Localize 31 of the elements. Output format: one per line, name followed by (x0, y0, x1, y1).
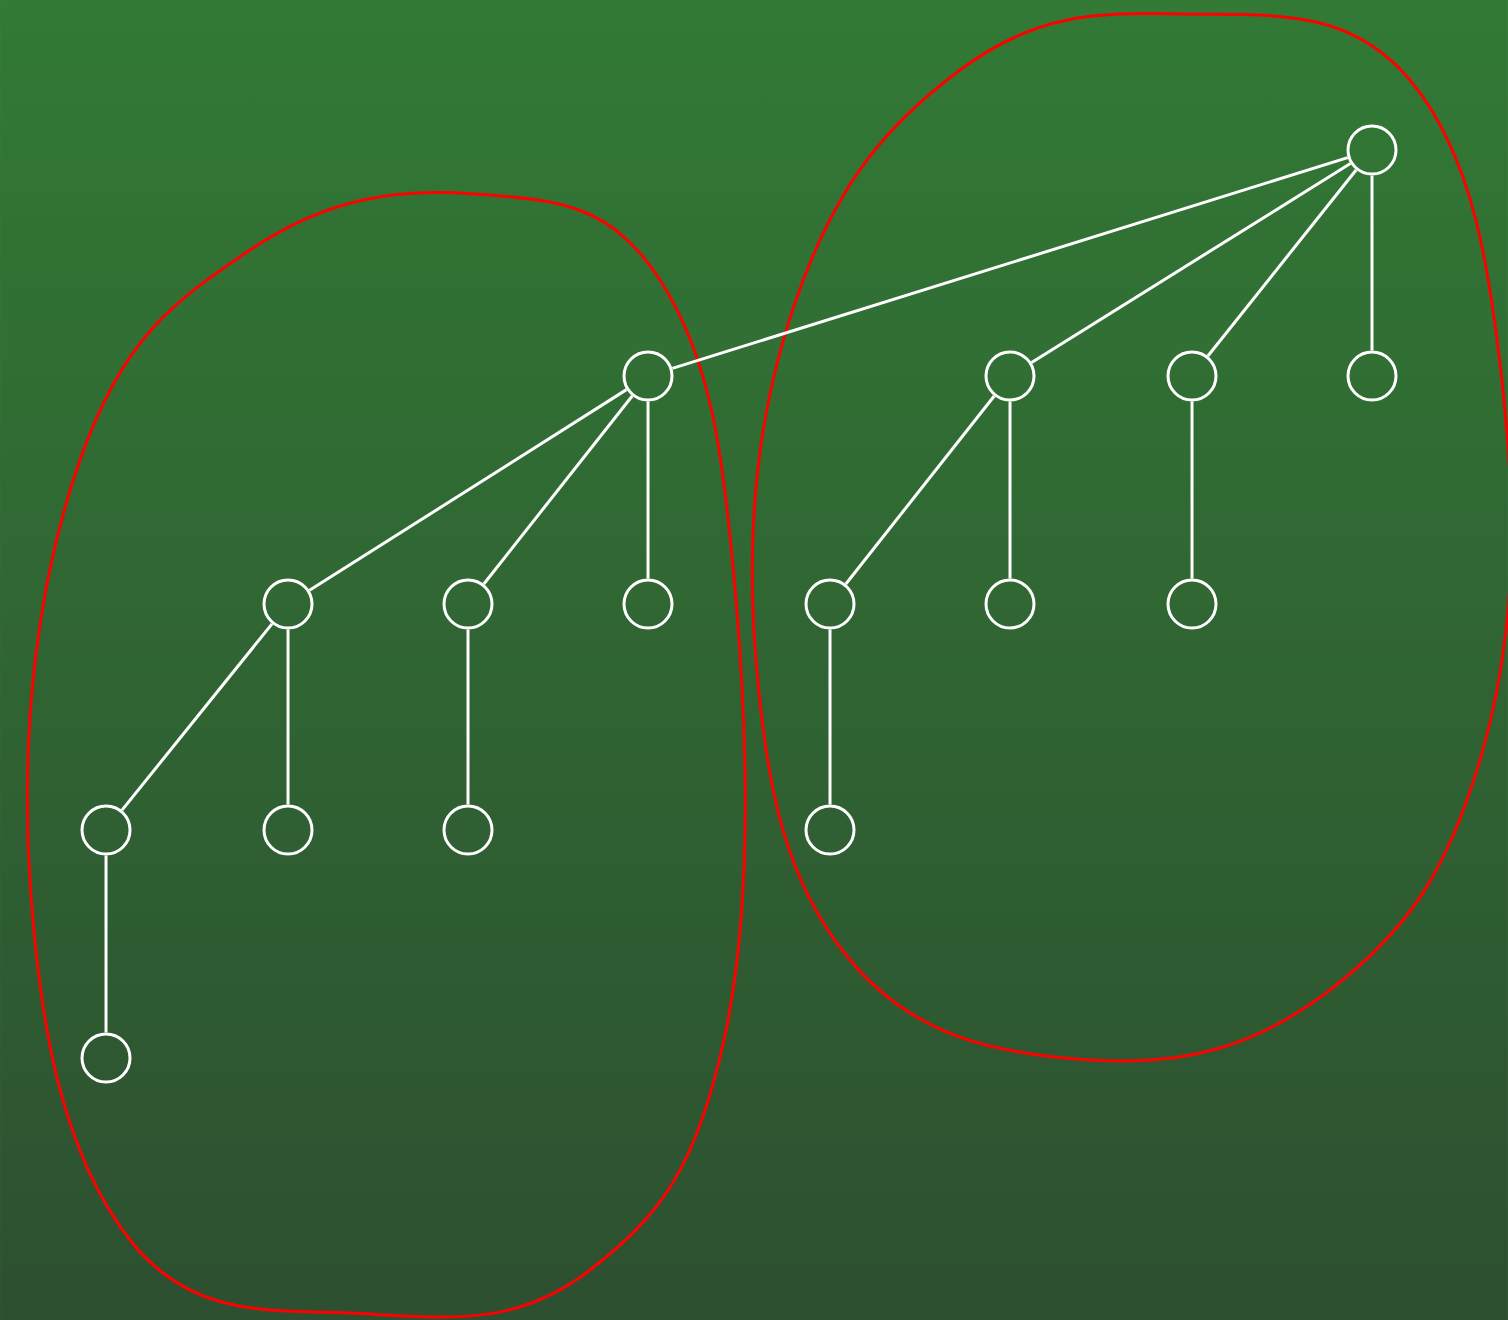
node-circle (984, 578, 1036, 630)
connector-line (1008, 401, 1012, 579)
node-circle (442, 804, 494, 856)
node-circle (1346, 350, 1398, 402)
connector-line (466, 629, 470, 805)
connector-line (104, 855, 108, 1033)
node-circle (984, 350, 1036, 402)
node-circle (1346, 124, 1398, 176)
connector-line (844, 395, 996, 585)
connector-line (1190, 401, 1194, 579)
connector-line (671, 156, 1349, 370)
node-circle (262, 804, 314, 856)
node-circle (80, 804, 132, 856)
node-circle (804, 578, 856, 630)
connector-line (1206, 169, 1358, 357)
connector-line (308, 388, 628, 592)
connector-line (286, 629, 290, 805)
node-circle (80, 1032, 132, 1084)
node-circle (622, 350, 674, 402)
connector-line (120, 622, 274, 812)
connector-line (828, 629, 832, 805)
node-circle (1166, 350, 1218, 402)
node-circle (262, 578, 314, 630)
connector-line (1030, 162, 1352, 364)
node-circle (804, 804, 856, 856)
connector-line (1370, 175, 1374, 351)
node-circle (442, 578, 494, 630)
connector-line (482, 395, 634, 585)
node-circle (622, 578, 674, 630)
node-circle (1166, 578, 1218, 630)
connector-line (646, 401, 650, 579)
